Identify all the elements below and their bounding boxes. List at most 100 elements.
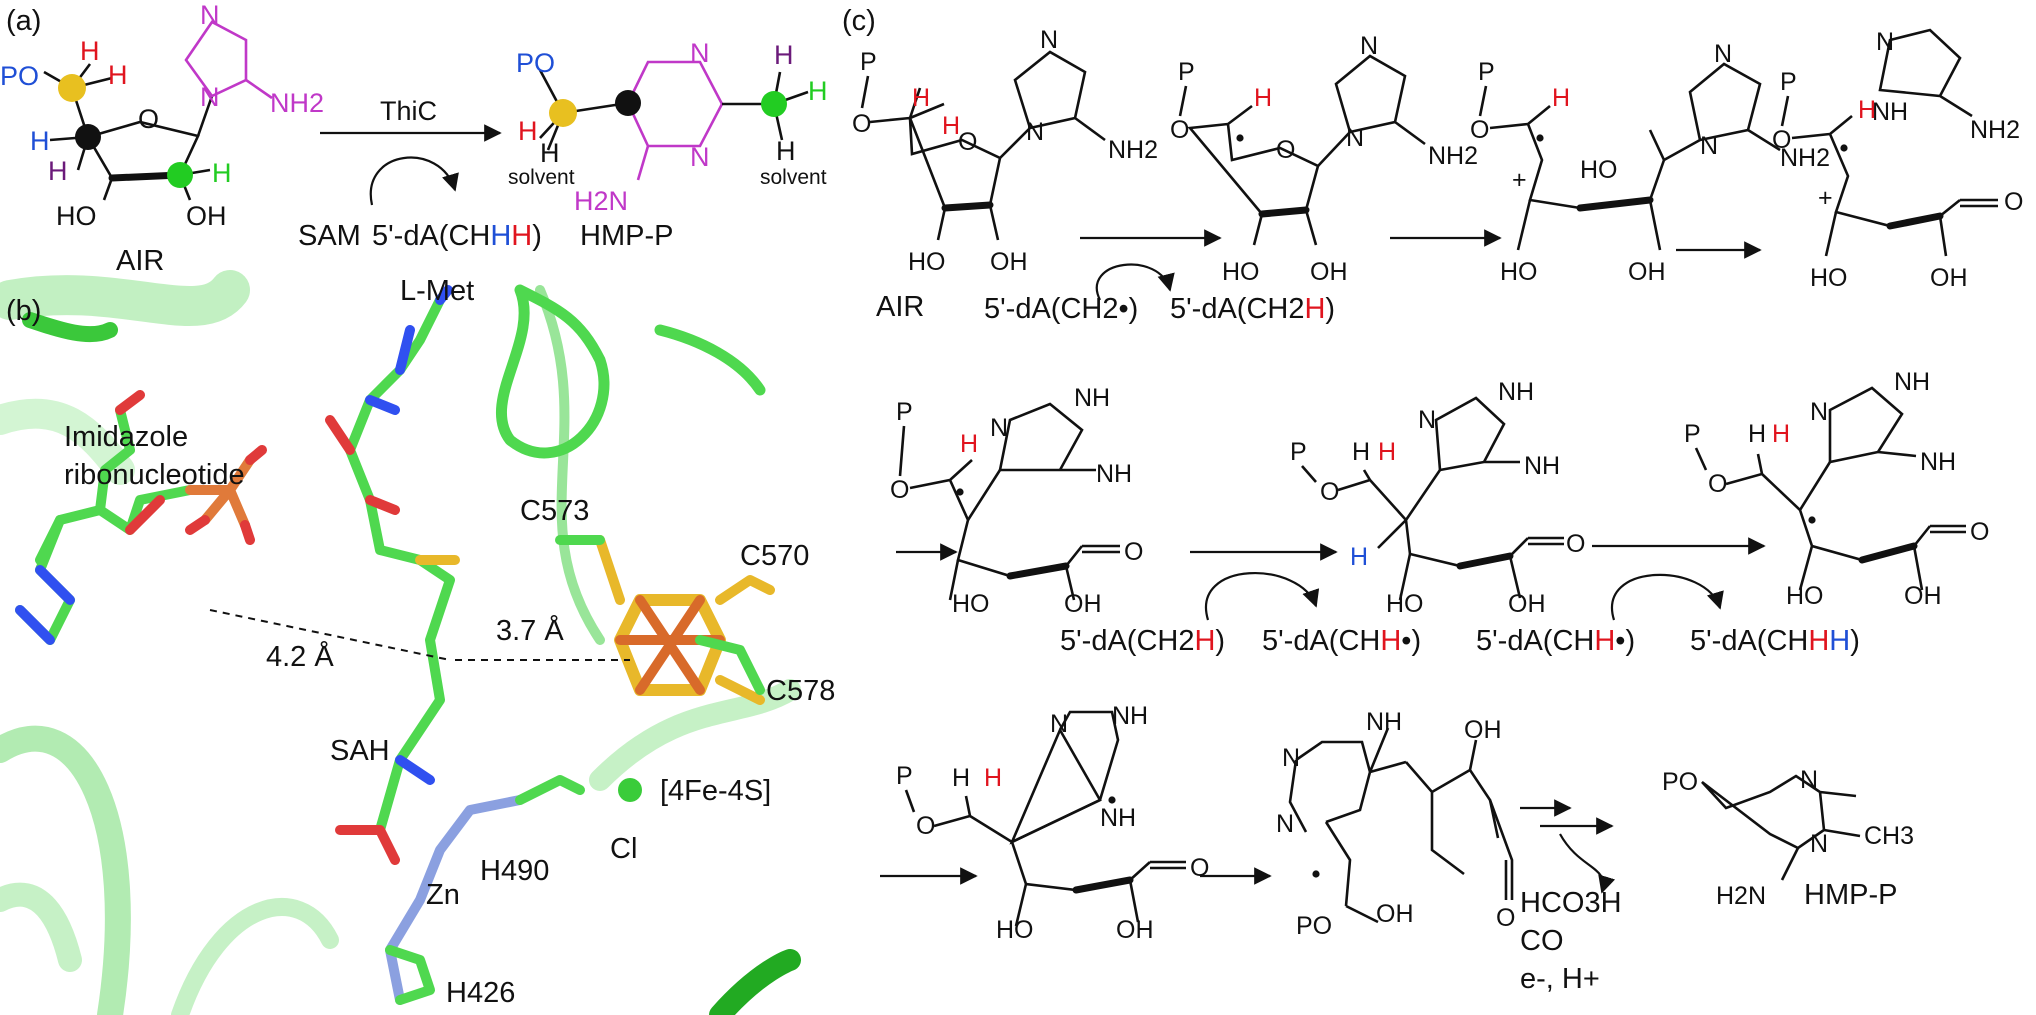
hmpp-h-solvent-1: H	[540, 138, 560, 168]
hmpp-label: HMP-P	[580, 220, 673, 252]
svg-text:NH2: NH2	[1108, 136, 1158, 164]
protein-loop-bottom	[171, 898, 339, 1015]
svg-text:P: P	[896, 762, 913, 790]
air-ligand-n-1	[35, 565, 75, 605]
air-imidazole-ring	[184, 20, 248, 98]
c-row3-hmpp: PO N N CH3 H2N HMP-P	[1662, 766, 1914, 911]
svg-text:N: N	[1700, 132, 1718, 160]
c-aldehyde-1: P O H + N NH NH2 O HO OH	[1772, 28, 2023, 292]
air-black-carbon	[75, 124, 101, 150]
svg-text:NH2: NH2	[1780, 144, 1830, 172]
svg-text:O: O	[916, 812, 935, 840]
protein-coil-right	[535, 285, 605, 645]
svg-text:P: P	[860, 48, 877, 76]
svg-text:O: O	[1566, 530, 1585, 558]
svg-text:N: N	[990, 414, 1008, 442]
air-green-carbon	[167, 162, 193, 188]
air-ligand-oxygens	[115, 390, 165, 535]
svg-text:+: +	[1512, 166, 1527, 194]
svg-text:P: P	[1478, 58, 1495, 86]
air-label: AIR	[116, 245, 164, 277]
panel-b-label: (b)	[6, 295, 41, 327]
svg-text:H: H	[960, 430, 978, 458]
sam-label: SAM	[298, 220, 361, 252]
svg-text:O: O	[1470, 116, 1489, 144]
air-imidazole-n-top: N	[200, 0, 220, 30]
svg-text:5'-dA(CH2H): 5'-dA(CH2H)	[1170, 293, 1335, 325]
svg-text:PO: PO	[1296, 912, 1332, 940]
hmpp-h-green: H	[808, 76, 828, 106]
c-row2-struct1: P O H N NH NH O HO OH	[890, 384, 1143, 618]
air-h-purple: H	[48, 156, 68, 186]
panel-b: (b) L-Met Imidazole ribonucleotide C573 …	[0, 270, 835, 1015]
svg-text:5'-dA(CHH•): 5'-dA(CHH•)	[1476, 625, 1635, 657]
c-row2-dA-prefix: 5'-dA(CH2	[1060, 625, 1194, 657]
hmpp-h2n: H2N	[574, 186, 628, 216]
svg-text:N: N	[1346, 124, 1364, 152]
svg-text:N: N	[1050, 710, 1068, 738]
hmpp-n-1: N	[690, 38, 710, 68]
svg-text:O: O	[1170, 116, 1189, 144]
c-curved-arrow-4	[1559, 833, 1616, 894]
imidazole-label-1: Imidazole	[64, 421, 188, 453]
c-co: CO	[1520, 925, 1564, 957]
svg-text:OH: OH	[1064, 590, 1102, 618]
h426-label: H426	[446, 977, 515, 1009]
sam-product-prefix: 5'-dA(CH	[372, 220, 490, 252]
svg-text:N: N	[1810, 830, 1828, 858]
svg-text:NH: NH	[1112, 702, 1148, 730]
svg-text:H: H	[1858, 96, 1876, 124]
svg-text:N: N	[1040, 26, 1058, 54]
svg-text:H: H	[984, 764, 1002, 792]
hmpp-h-red: H	[518, 116, 538, 146]
svg-text:NH: NH	[1074, 384, 1110, 412]
c-row3-bicyclic: P O H H N NH NH O HO OH	[896, 702, 1209, 944]
svg-text:OH: OH	[990, 248, 1028, 276]
c-dA-h-red: H	[1304, 293, 1325, 325]
svg-text:OH: OH	[1376, 900, 1414, 928]
svg-text:O: O	[1124, 538, 1143, 566]
sah-carboxyl-o	[335, 825, 400, 865]
svg-text:NH: NH	[1100, 804, 1136, 832]
lmet-label: L-Met	[400, 275, 474, 307]
svg-text:O: O	[1320, 478, 1339, 506]
svg-text:O: O	[890, 476, 909, 504]
protein-loop-c570	[654, 324, 766, 396]
air-h-red-1: H	[80, 36, 100, 66]
air-h-green: H	[212, 158, 232, 188]
svg-text:P: P	[1684, 420, 1701, 448]
c-dA-h-prefix: 5'-dA(CH2	[1170, 293, 1304, 325]
c-radical-cation: P O H + HO N N NH2 HO OH	[1470, 40, 1830, 286]
sam-curved-arrow	[369, 156, 459, 206]
svg-text:N: N	[1026, 118, 1044, 146]
hmpp-solvent-1: solvent	[508, 166, 575, 189]
svg-text:HO: HO	[1386, 590, 1424, 618]
svg-text:H: H	[912, 84, 930, 112]
hmpp-green-carbon	[761, 91, 787, 117]
air-ligand-n-2	[15, 605, 55, 645]
svg-text:NH: NH	[1920, 448, 1956, 476]
svg-text:N: N	[1876, 28, 1894, 56]
svg-text:5'-dA(CHHH): 5'-dA(CHHH)	[372, 220, 542, 252]
svg-text:+: +	[1818, 184, 1833, 212]
svg-text:5'-dA(CHHH): 5'-dA(CHHH)	[1690, 625, 1860, 657]
svg-text:H: H	[1378, 438, 1396, 466]
panel-a-label: (a)	[6, 5, 41, 37]
svg-text:NH: NH	[1524, 452, 1560, 480]
svg-text:5'-dA(CH2H): 5'-dA(CH2H)	[1060, 625, 1225, 657]
c-row2-dAh2-prefix: 5'-dA(CH	[1476, 625, 1594, 657]
svg-text:H: H	[1772, 420, 1790, 448]
svg-text:HO: HO	[1222, 258, 1260, 286]
thic-label: ThiC	[380, 96, 437, 126]
sam-product-close: )	[532, 220, 542, 252]
svg-text:OH: OH	[1930, 264, 1968, 292]
c-curved-arrow-3	[1610, 573, 1724, 621]
svg-text:P: P	[1178, 58, 1195, 86]
svg-text:N: N	[1418, 406, 1436, 434]
svg-text:O: O	[1276, 136, 1295, 164]
svg-text:HO: HO	[908, 248, 946, 276]
svg-text:H: H	[1350, 543, 1368, 571]
air-ho: HO	[56, 201, 97, 231]
hmpp-solvent-2: solvent	[760, 166, 827, 189]
svg-text:HO: HO	[1580, 156, 1618, 184]
